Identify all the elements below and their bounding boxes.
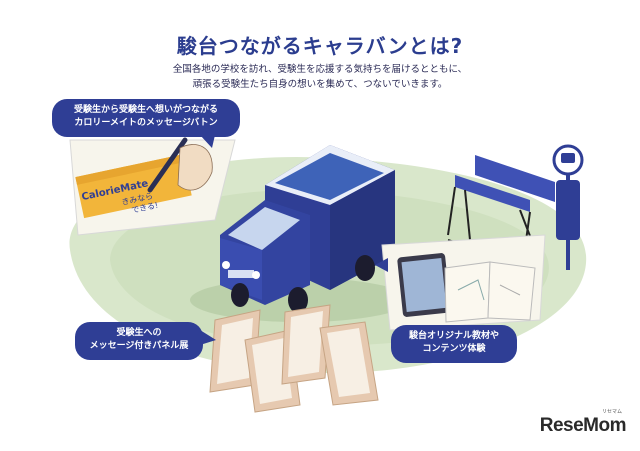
callout-content-experience: 駿台オリジナル教材や コンテンツ体験 [391, 325, 517, 363]
bubble-pointer-1 [200, 135, 215, 148]
page-title: 駿台つながるキャラバンとは? [176, 34, 464, 58]
tablet-icon [397, 253, 451, 317]
content-vignette [381, 234, 546, 331]
callout-message-baton: 受験生から受験生へ想いがつながる カロリーメイトのメッセージバトン [52, 99, 240, 137]
callout-baton-line2: カロリーメイトのメッセージバトン [74, 118, 218, 128]
callout-panel-exhibit: 受験生への メッセージ付きパネル展 [75, 322, 203, 360]
message-panels [209, 304, 379, 413]
bus-stop-sign-icon [552, 144, 584, 270]
bubble-pointer-3 [375, 258, 388, 272]
callout-content-line2: コンテンツ体験 [422, 344, 486, 354]
watermark-sub: リセマム [601, 409, 622, 415]
description-line-2: 頑張る受験生たち自身の想いを集めて、つないでいきます。 [192, 79, 448, 90]
resemom-logo: ReseMom [539, 415, 627, 436]
book-icon [444, 261, 536, 323]
callout-panel-line2: メッセージ付きパネル展 [89, 341, 189, 351]
callout-baton-line1: 受験生から受験生へ想いがつながる [73, 105, 218, 115]
pen-icon [147, 137, 213, 193]
baton-vignette: CalorieMate きみなら できる! [69, 137, 236, 236]
truck-illustration [190, 145, 410, 322]
description-line-1: 全国各地の学校を訪れ、受験生を応援する気持ちを届けるとともに、 [172, 64, 468, 75]
callout-panel-line1: 受験生への [116, 328, 162, 338]
bubble-pointer-2 [200, 330, 216, 345]
callout-content-line1: 駿台オリジナル教材や [408, 331, 499, 341]
